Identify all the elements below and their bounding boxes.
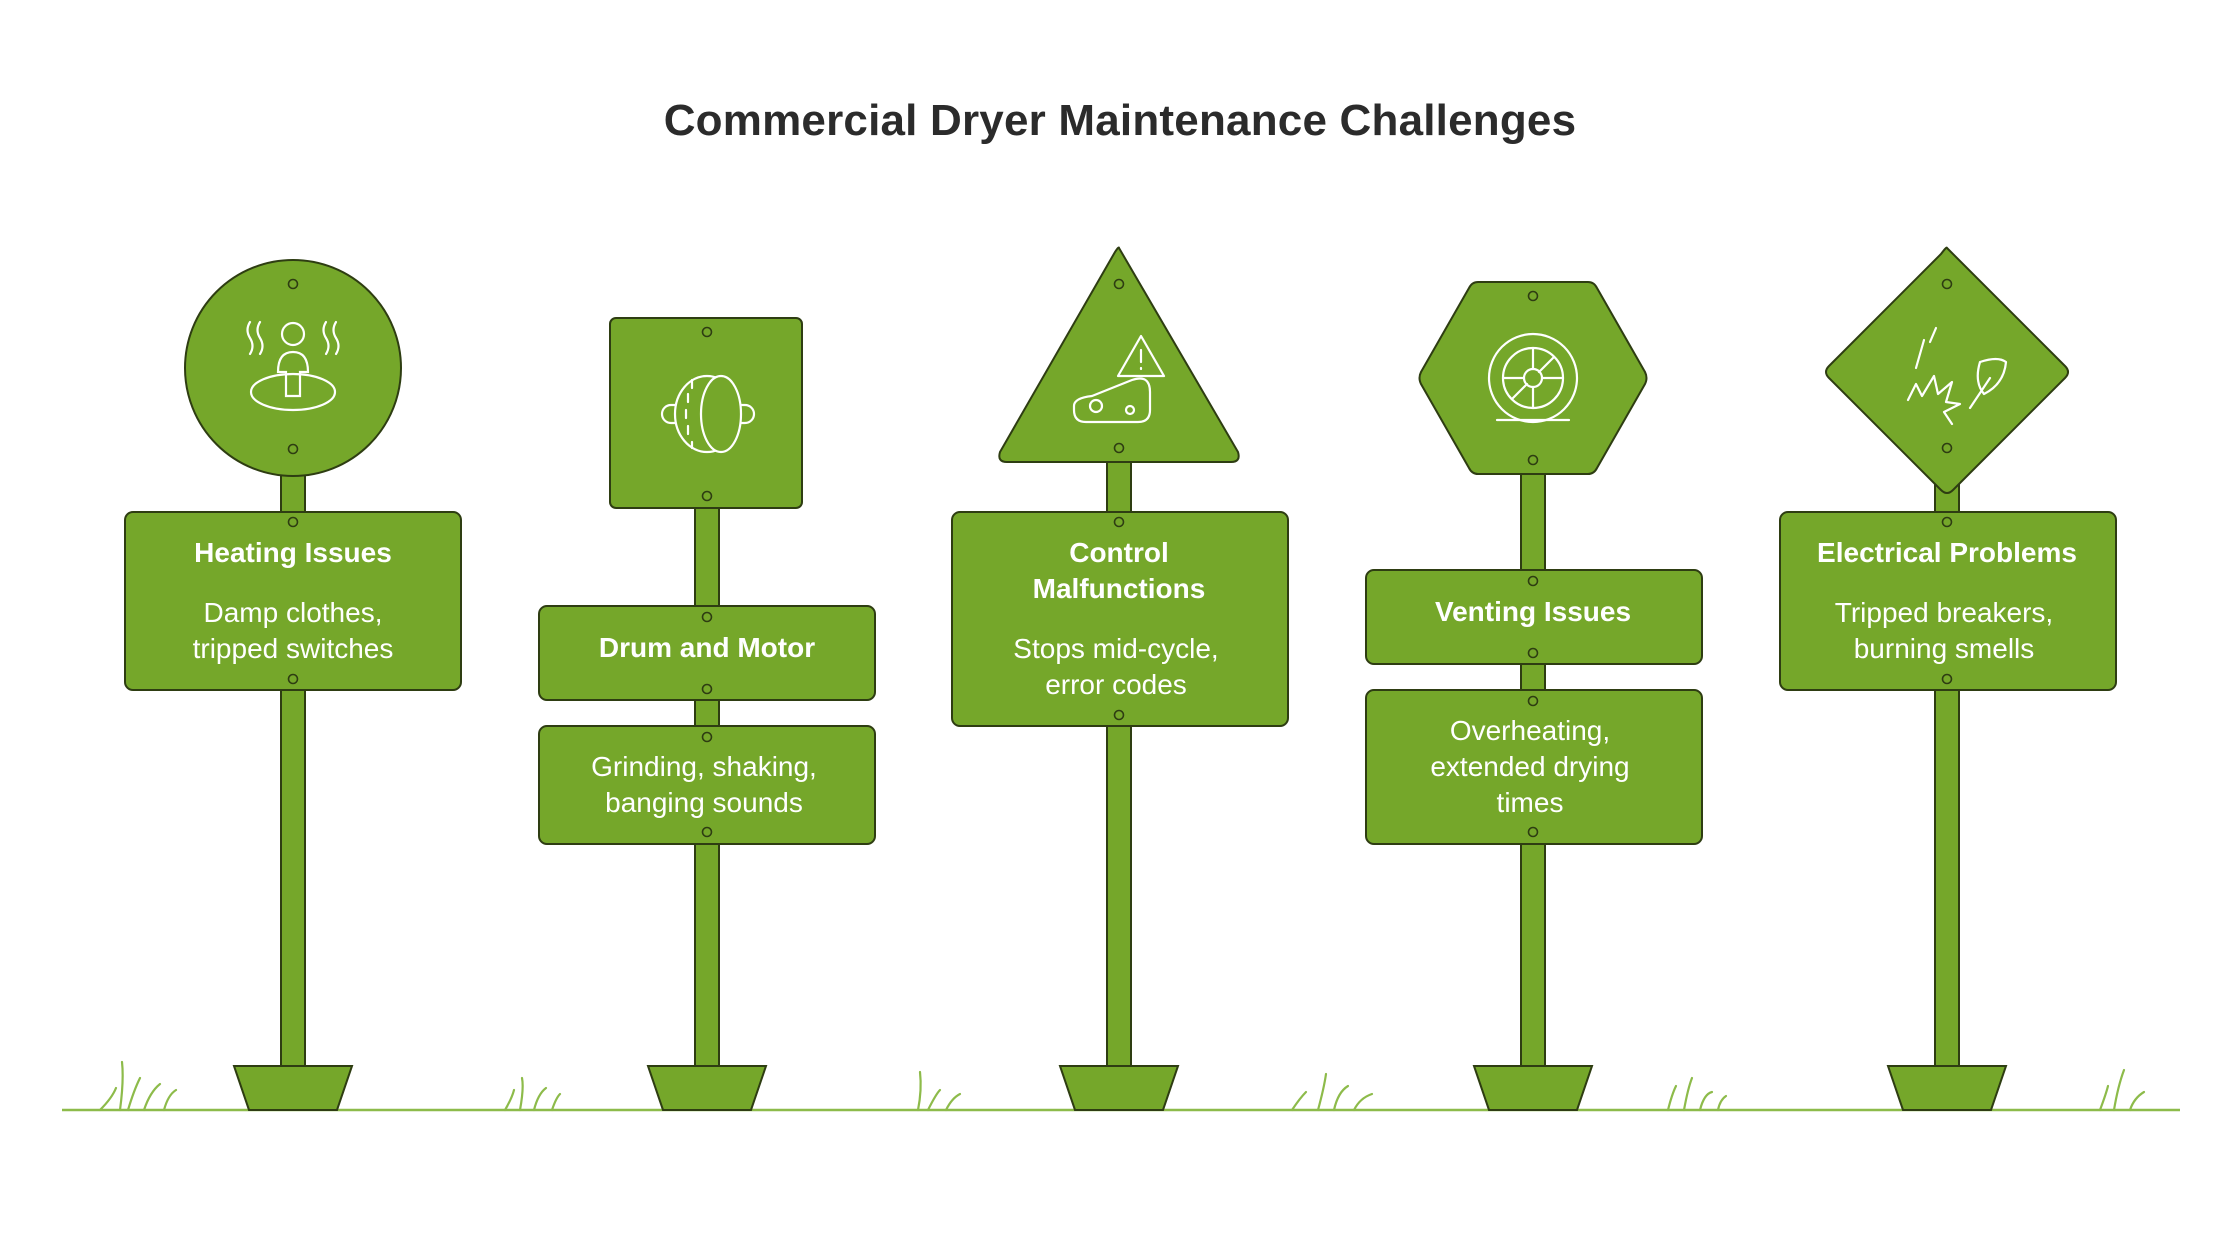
sparks-icon	[1906, 326, 2008, 426]
sign-electrical-problems	[1779, 246, 2117, 1111]
vent-fan-icon	[1487, 332, 1579, 424]
sign-detail-line: Stops mid-cycle,	[1013, 633, 1218, 664]
sign-detail-line: Grinding, shaking,	[591, 751, 817, 782]
sign-detail-line: banging sounds	[605, 787, 803, 818]
label-board	[951, 511, 1289, 727]
sign-detail-line: times	[1497, 787, 1564, 818]
sign-detail-line: Overheating,	[1450, 715, 1610, 746]
grass-tufts	[98, 1060, 2146, 1112]
detail-board	[1365, 689, 1703, 845]
post-base	[232, 1065, 354, 1111]
post-base	[646, 1065, 768, 1111]
sign-detail-line: error codes	[1045, 669, 1187, 700]
diagram-title: Commercial Dryer Maintenance Challenges	[663, 96, 1577, 145]
sign-venting-issues	[1365, 281, 1703, 1111]
sign-drum-and-motor	[538, 317, 876, 1111]
triangle-sign	[998, 246, 1240, 463]
label-board	[124, 511, 462, 691]
round-sign	[184, 259, 402, 477]
sign-heading: Electrical Problems	[1817, 537, 2077, 568]
drum-motor-icon	[660, 374, 756, 454]
post-base	[1886, 1065, 2008, 1111]
sign-heading: Drum and Motor	[599, 632, 815, 663]
sign-heading: Control	[1069, 537, 1169, 568]
sign-heading: Heating Issues	[194, 537, 392, 568]
hexagon-sign	[1418, 281, 1648, 475]
sign-heating-issues	[124, 259, 462, 1111]
post-base	[1472, 1065, 1594, 1111]
heading-board	[1365, 569, 1703, 665]
sign-detail-line: Tripped breakers,	[1835, 597, 2053, 628]
diamond-sign	[1825, 246, 2069, 494]
heading-board	[538, 605, 876, 701]
label-board	[1779, 511, 2117, 691]
sign-detail-line: burning smells	[1854, 633, 2035, 664]
steam-person-icon	[246, 320, 340, 412]
post-base	[1058, 1065, 1180, 1111]
sign-control-malfunctions	[951, 246, 1289, 1111]
sign-heading: Malfunctions	[1033, 573, 1206, 604]
sign-detail-line: tripped switches	[193, 633, 394, 664]
sign-detail-line: Damp clothes,	[204, 597, 383, 628]
detail-board	[538, 725, 876, 845]
warning-control-icon	[1072, 334, 1166, 424]
sign-heading: Venting Issues	[1435, 596, 1631, 627]
sign-detail-line: extended drying	[1430, 751, 1629, 782]
